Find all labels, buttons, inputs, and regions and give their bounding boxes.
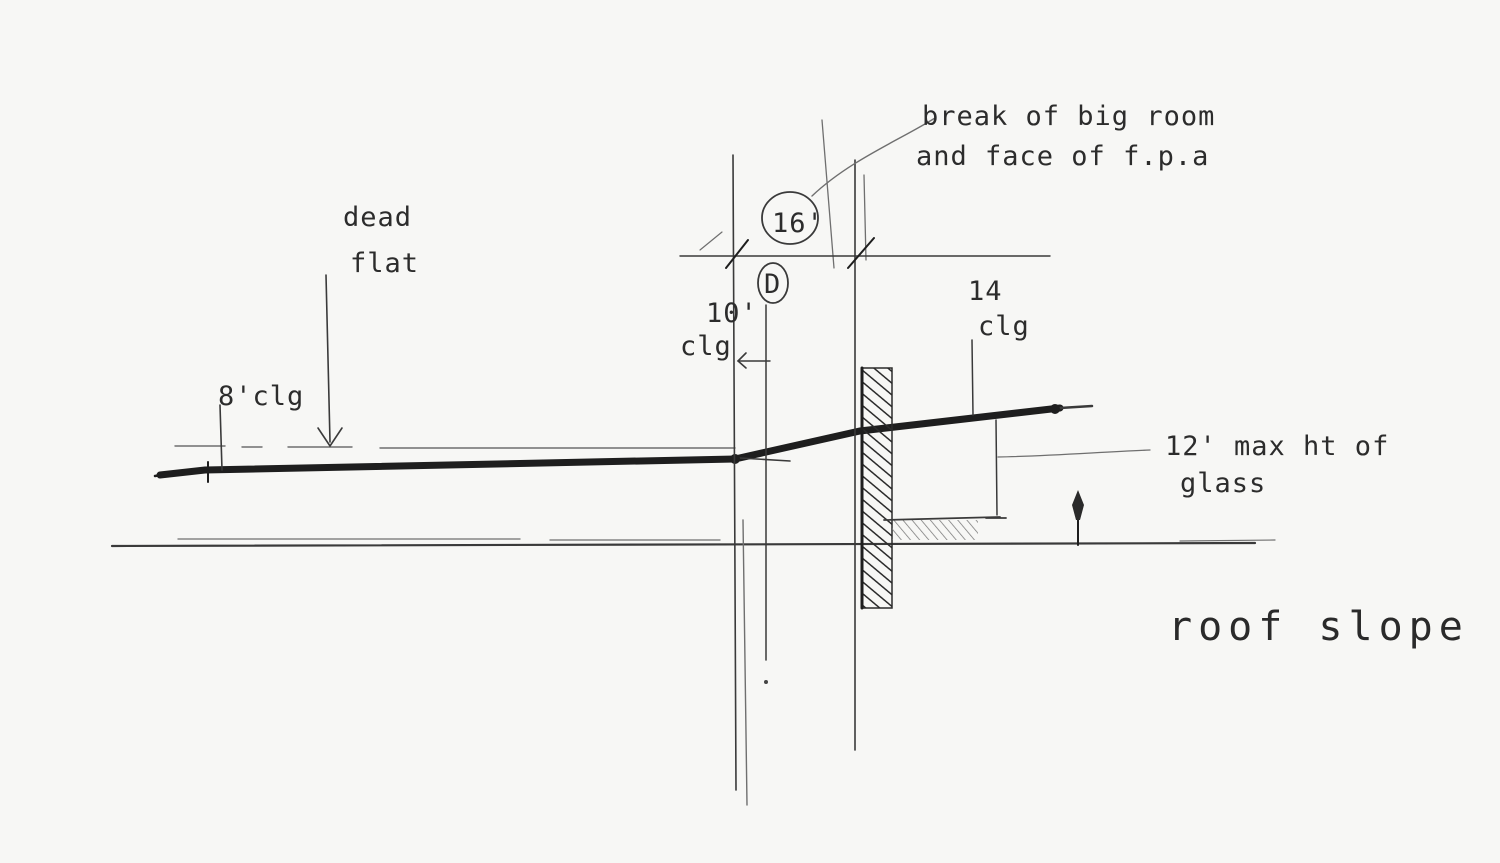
left-clg-note: 8'clg <box>218 381 304 412</box>
grid-lines <box>732 119 867 806</box>
fireplace-wall <box>860 366 1001 610</box>
dead-flat-note-line2: flat <box>350 248 419 279</box>
span-dimension-label: 16' <box>772 208 824 239</box>
grid-bubble <box>757 262 789 304</box>
grid-bubble-label: D <box>764 269 781 300</box>
fourteen-clg-label-note: clg <box>978 311 1030 342</box>
ten-clg-height-note: 10' <box>706 298 758 329</box>
span-dimension <box>679 191 1051 269</box>
break-note-line2: and face of f.p.a <box>916 141 1209 172</box>
ten-clg-arrow <box>736 352 771 369</box>
glass-height-note-line2: glass <box>1180 468 1266 499</box>
dead-flat-note-line1: dead <box>343 202 412 233</box>
dead-flat-arrow <box>317 274 343 448</box>
glass-height-note-line1: 12' max ht of <box>1165 431 1389 462</box>
scale-figure-icon <box>1072 490 1084 546</box>
left-clg-marker <box>219 404 223 471</box>
fourteen-clg-height-note: 14 <box>968 276 1003 307</box>
break-note-leader <box>811 117 936 197</box>
ten-clg-label-note: clg <box>680 331 732 362</box>
fourteen-clg-marker <box>971 339 974 416</box>
ground-line <box>110 538 1276 548</box>
break-note-line1: break of big room <box>922 101 1215 132</box>
roof-line <box>153 404 1094 483</box>
roof-slope-title: roof slope <box>1168 604 1469 650</box>
ceiling-dashed-line <box>174 445 736 449</box>
glass-height-dimension <box>985 419 1151 519</box>
